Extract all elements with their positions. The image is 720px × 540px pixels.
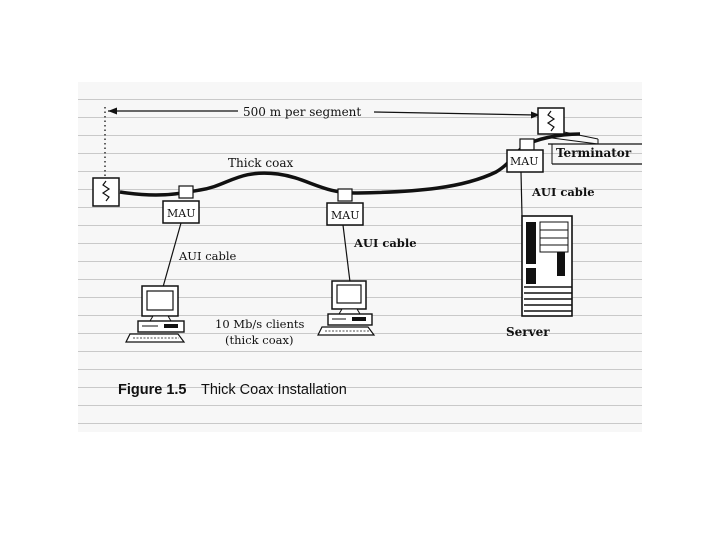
terminator-label: Terminator <box>556 146 632 160</box>
aui-cable-3-label: AUI cable <box>531 185 595 199</box>
client-computer-2 <box>317 280 376 336</box>
aui-cable-1 <box>162 222 182 288</box>
clients-label-line2: (thick coax) <box>225 333 293 347</box>
mau-1-label: MAU <box>167 207 195 220</box>
segment-length-arrow <box>108 107 540 119</box>
aui-cable-1-label: AUI cable <box>178 249 237 263</box>
aui-cable-2-label: AUI cable <box>353 236 417 250</box>
figure-number: Figure 1.5 <box>118 382 187 398</box>
right-terminator <box>537 107 642 165</box>
left-terminator <box>92 177 120 207</box>
segment-length-label: 500 m per segment <box>243 105 361 119</box>
clients-label-line1: 10 Mb/s clients <box>215 317 304 331</box>
client-computer-1 <box>125 285 186 343</box>
mau-3 <box>506 138 544 173</box>
network-diagram: 500 m per segment Thick coax Terminator … <box>92 105 642 398</box>
figure-title: Thick Coax Installation <box>201 382 347 398</box>
mau-2-label: MAU <box>331 209 359 222</box>
aui-cable-2 <box>342 224 351 283</box>
mau-3-label: MAU <box>510 155 538 168</box>
thick-coax-label: Thick coax <box>228 156 293 170</box>
server <box>521 215 573 317</box>
aui-cable-3 <box>520 171 523 217</box>
server-label: Server <box>506 325 550 339</box>
scanned-figure: 500 m per segment Thick coax Terminator … <box>78 82 642 432</box>
mau-1 <box>162 185 200 224</box>
mau-2 <box>326 188 364 226</box>
